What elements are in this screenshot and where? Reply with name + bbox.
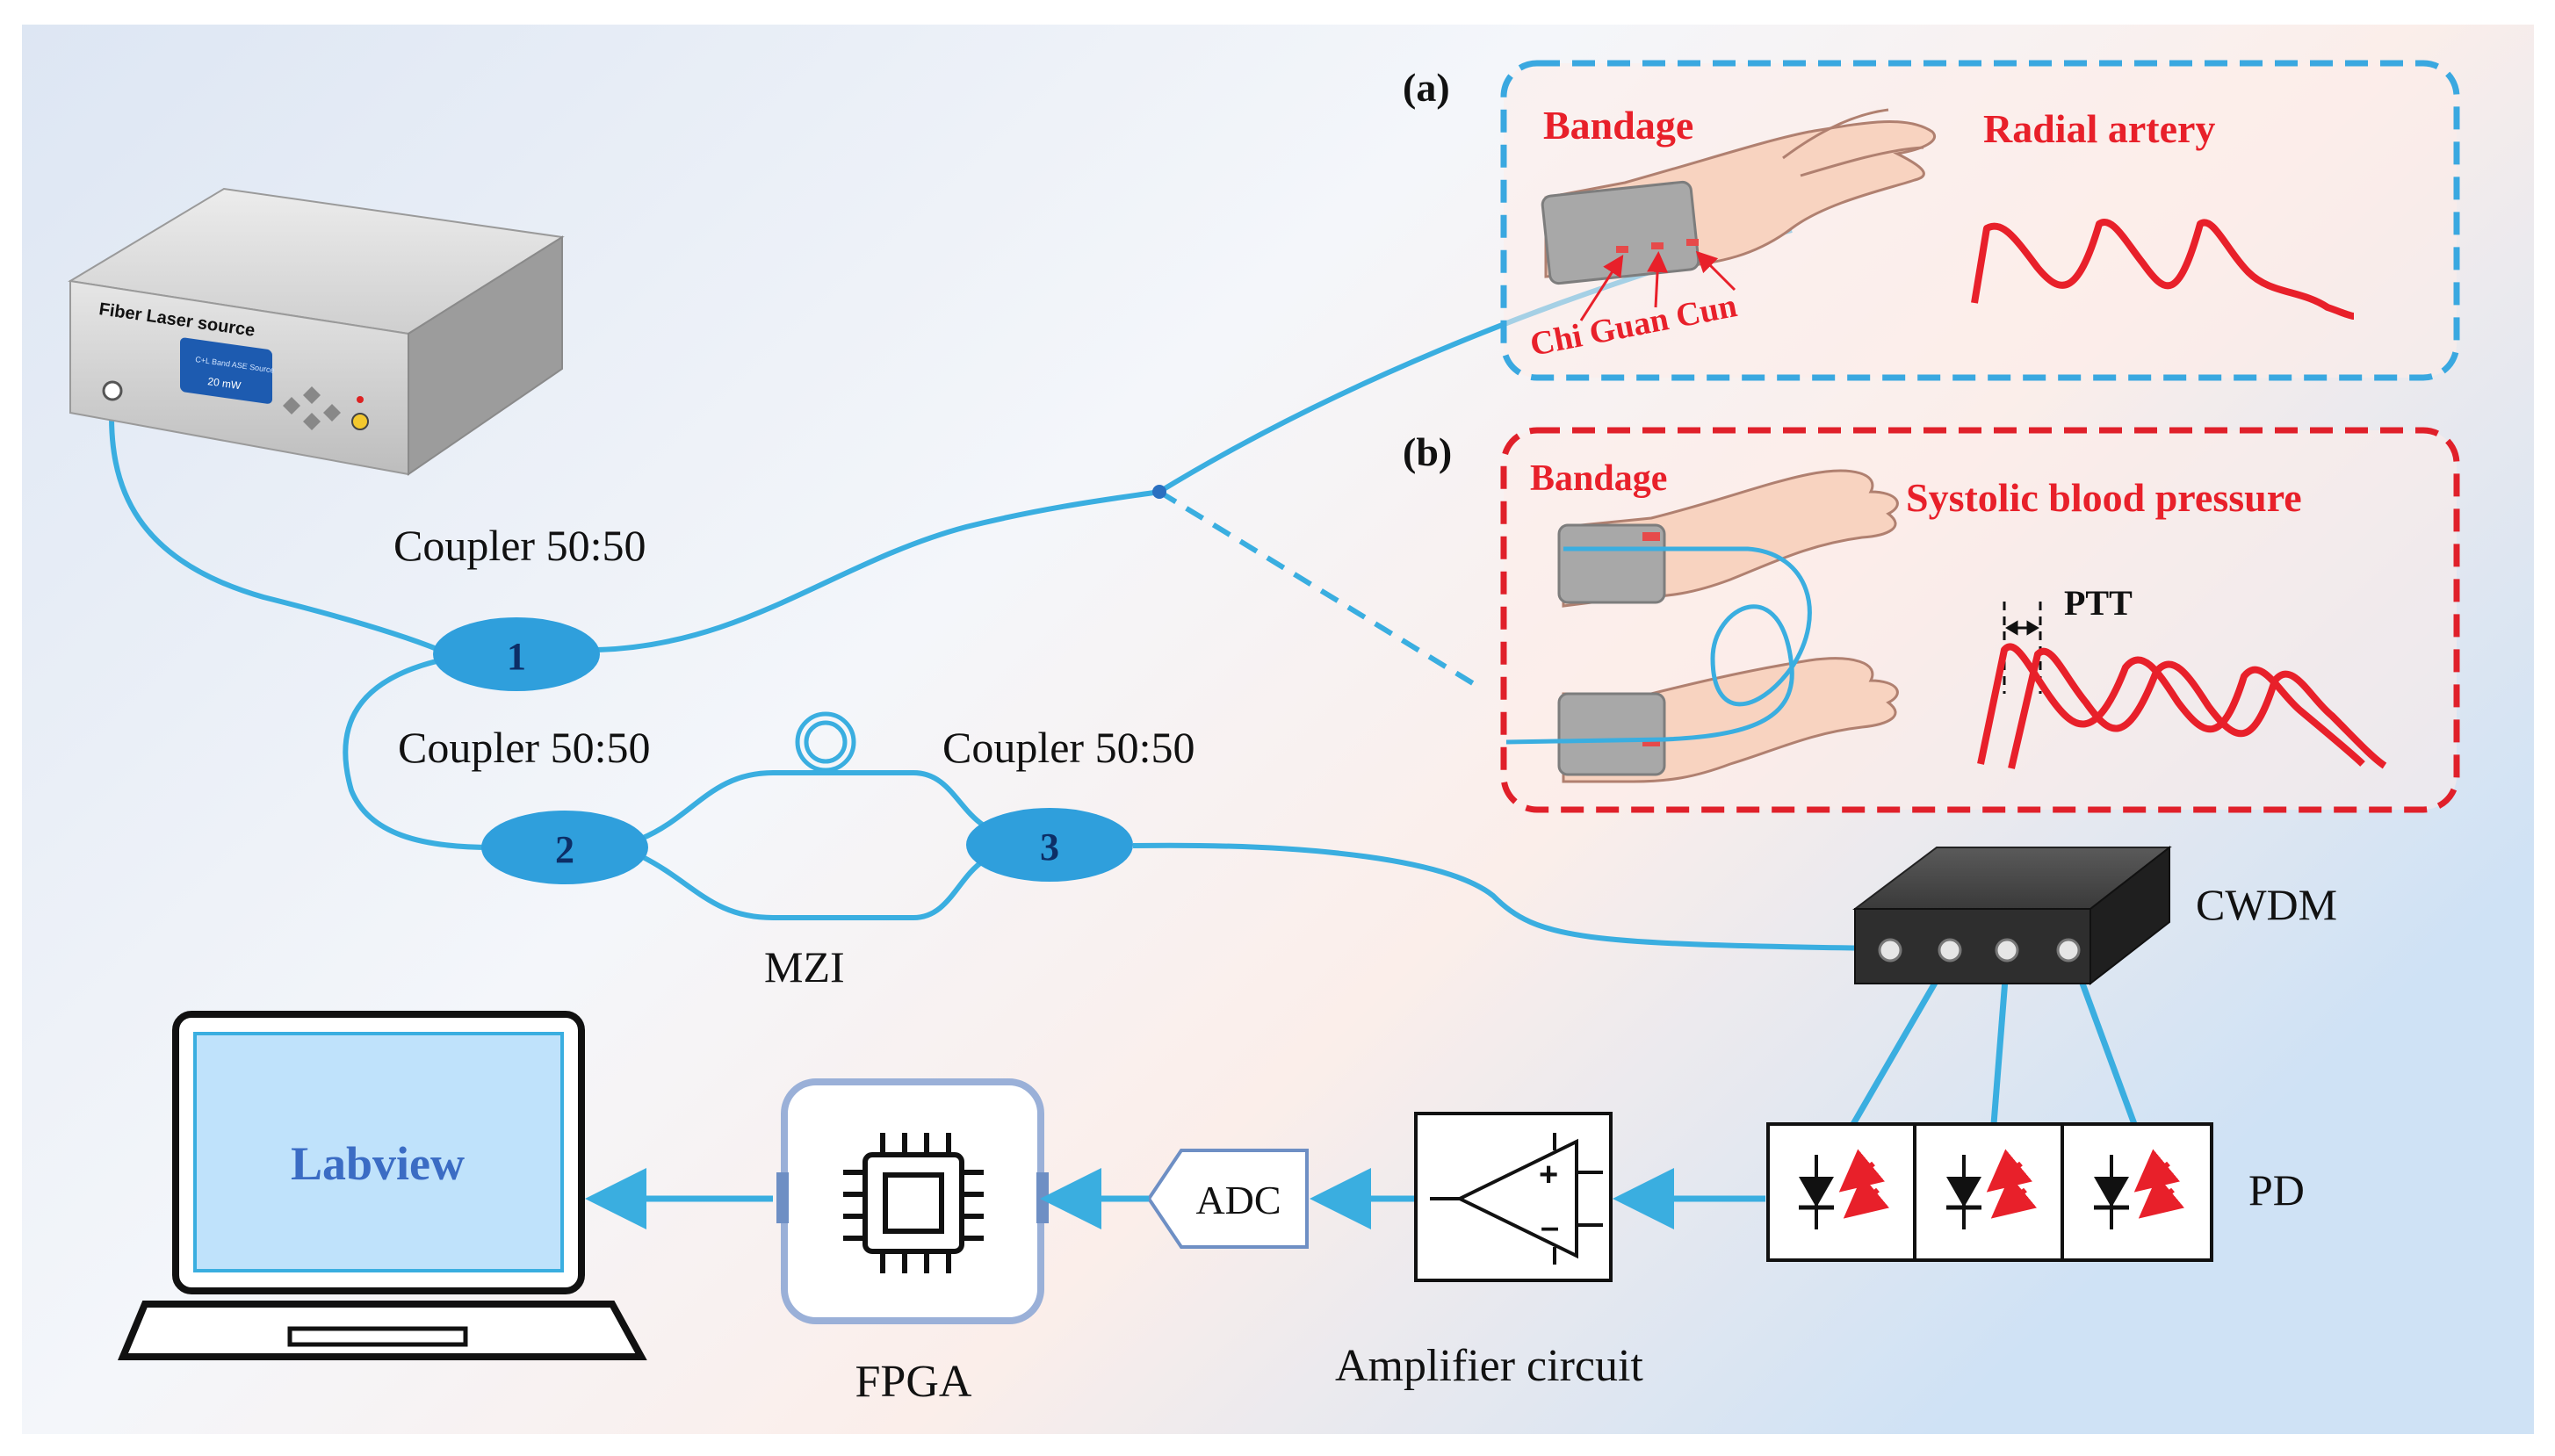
split-point: [1152, 485, 1166, 499]
fiber-loop-b: [1505, 546, 1812, 745]
fiber-cwdm-pd3: [2069, 955, 2138, 1126]
mzi-lower-arm: [639, 854, 985, 920]
ptt-label: PTT: [2064, 583, 2133, 623]
cwdm-port-2[interactable]: [1938, 938, 1962, 962]
opamp-minus: –: [1541, 1209, 1559, 1246]
radial-pulse-waveform: [1971, 219, 2355, 320]
panel-b-tag: (b): [1403, 429, 1452, 474]
panel-a-frame: [1500, 60, 2460, 381]
panel-a-bandage-label: Bandage: [1543, 103, 1693, 148]
pd-label: PD: [2248, 1165, 2305, 1215]
photodiode-icon: [2094, 1149, 2185, 1229]
fpga-block: [776, 1078, 1049, 1324]
panel-b-bandage-label: Bandage: [1530, 458, 1667, 499]
opamp-plus: +: [1539, 1157, 1558, 1193]
opamp-symbol-icon: [1455, 1138, 1578, 1259]
fiber-c3-to-cwdm: [1132, 842, 1880, 951]
photodiode-icon: [1946, 1149, 2038, 1229]
adc-label: ADC: [1195, 1178, 1281, 1222]
coupler-1-label: Coupler 50:50: [393, 521, 646, 570]
coupler-2: 2: [481, 811, 648, 884]
dpad-icon[interactable]: [283, 386, 341, 430]
hands-b-illustration: [1505, 469, 1899, 783]
bandage-b-lower: [1557, 692, 1666, 776]
laptop-screen: [193, 1032, 564, 1272]
laptop-icon: [118, 1011, 647, 1360]
coupler-1: 1: [433, 617, 600, 691]
fiber-c1-to-split: [596, 489, 1160, 652]
coupler-3: 3: [966, 808, 1133, 882]
coupler-1-number: 1: [507, 635, 526, 678]
coupler-2-label: Coupler 50:50: [398, 723, 650, 772]
chip-icon: [843, 1133, 984, 1273]
fiber-cwdm-pd1: [1850, 955, 1953, 1126]
cwdm-device: [1852, 845, 2172, 986]
cwdm-port-1[interactable]: [1878, 938, 1902, 962]
fiber-cwdm-pd2: [1990, 956, 2010, 1125]
fiber-coil: [795, 711, 856, 773]
power-led-icon: [357, 396, 364, 403]
bandage-a: [1541, 180, 1700, 285]
panel-a-tag: (a): [1403, 65, 1450, 110]
fiber-laser-to-c1: [109, 394, 441, 652]
pulse-waveform-distal: [2008, 647, 2387, 769]
photodiode-icon: [1799, 1149, 1890, 1229]
pulse-waveform-proximal: [1977, 643, 2365, 767]
amplifier-label: Amplifier circuit: [1335, 1341, 1643, 1391]
laser-source-device: [68, 187, 565, 476]
cwdm-label: CWDM: [2196, 880, 2337, 929]
coupler-3-number: 3: [1040, 825, 1059, 869]
laser-output-port[interactable]: [102, 380, 123, 401]
photodiode-array: [1766, 1122, 2213, 1262]
bandage-b-upper: [1557, 523, 1666, 604]
coupler-3-label: Coupler 50:50: [942, 723, 1194, 772]
cwdm-port-4[interactable]: [2056, 938, 2081, 962]
fpga-label: FPGA: [855, 1357, 972, 1407]
panel-b-title: Systolic blood pressure: [1906, 475, 2302, 520]
laser-screen-value: 20 mW: [207, 375, 242, 392]
power-button-icon[interactable]: [351, 413, 369, 430]
cwdm-port-3[interactable]: [1995, 938, 2019, 962]
amplifier-circuit: [1414, 1112, 1613, 1282]
coupler-2-number: 2: [555, 828, 574, 871]
acupoint-arrows: [1579, 250, 1736, 321]
mzi-label: MZI: [764, 942, 845, 991]
mzi-upper-arm: [639, 770, 985, 841]
fiber-c1-to-c2: [343, 654, 493, 850]
laser-screen: [180, 337, 272, 404]
panel-a-title: Radial artery: [1983, 106, 2215, 151]
adc-block: [1146, 1149, 1309, 1249]
laptop-screen-text: Labview: [291, 1137, 465, 1190]
